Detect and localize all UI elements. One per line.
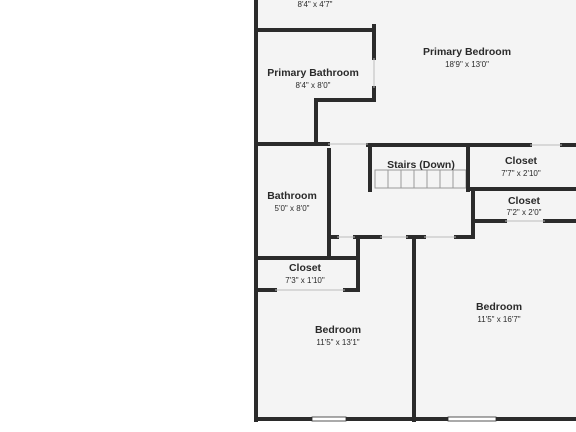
window <box>311 416 347 422</box>
room-name: Primary Bathroom <box>267 67 359 79</box>
room-dimensions: 11'5" x 13'1" <box>316 338 359 347</box>
window <box>447 416 497 422</box>
room-stairs: Stairs (Down) <box>387 159 455 171</box>
room-dimensions: 7'3" x 1'10" <box>285 276 325 285</box>
walls <box>254 0 576 422</box>
room-name: Primary Bedroom <box>423 46 511 58</box>
room-primary-bedroom: Primary Bedroom 18'9" x 13'0" <box>423 46 511 69</box>
openings <box>275 58 562 291</box>
room-bedroom-left: Bedroom 11'5" x 13'1" <box>315 324 361 347</box>
room-name: Bedroom <box>315 324 361 336</box>
room-bedroom-right: Bedroom 11'5" x 16'7" <box>476 301 522 324</box>
room-bathroom: Bathroom 5'0" x 8'0" <box>267 190 317 213</box>
room-dimensions: 8'4" x 8'0" <box>296 81 331 90</box>
room-name: Closet <box>505 155 538 167</box>
room-dimensions: 5'0" x 8'0" <box>275 204 310 213</box>
room-dimensions: 18'9" x 13'0" <box>445 60 489 69</box>
room-primary-bathroom: Primary Bathroom 8'4" x 8'0" <box>267 67 359 90</box>
windows <box>311 416 497 422</box>
room-closet-upper-right: Closet 7'7" x 2'10" <box>501 155 541 178</box>
room-dimensions: 7'2" x 2'0" <box>507 208 542 217</box>
room-name: Stairs (Down) <box>387 159 455 171</box>
room-name: Closet <box>508 195 541 207</box>
room-name: Bedroom <box>476 301 522 313</box>
room-dimensions: 7'7" x 2'10" <box>501 169 541 178</box>
room-labels: 8'4" x 4'7" Primary Bedroom 18'9" x 13'0… <box>267 0 541 347</box>
room-name: Bathroom <box>267 190 317 202</box>
room-closet-left: Closet 7'3" x 1'10" <box>285 262 325 285</box>
room-dimensions: 11'5" x 16'7" <box>477 315 520 324</box>
room-closet-right: Closet 7'2" x 2'0" <box>507 195 542 217</box>
room-name: Closet <box>289 262 322 274</box>
room-dimensions: 8'4" x 4'7" <box>298 0 333 9</box>
room-top-room: 8'4" x 4'7" <box>298 0 333 9</box>
